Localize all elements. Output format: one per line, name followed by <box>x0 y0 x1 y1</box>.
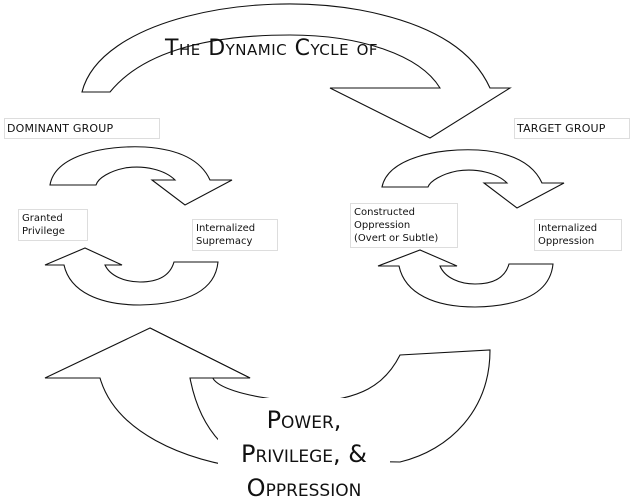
dominant-top-arrow <box>49 146 233 206</box>
dominant-group-label: DOMINANT GROUP <box>4 118 160 139</box>
dominant-bottom-arrow <box>44 247 219 306</box>
constructed-oppression-label: Constructed Oppression (Overt or Subtle) <box>350 203 458 248</box>
granted-privilege-label: Granted Privilege <box>18 209 88 241</box>
bottom-label: Power, Privilege, & Oppression <box>218 398 390 500</box>
internalized-oppression-label: Internalized Oppression <box>534 219 622 251</box>
internalized-supremacy-label: Internalized Supremacy <box>192 219 278 251</box>
target-bottom-arrow <box>377 249 554 308</box>
target-group-label: TARGET GROUP <box>514 118 630 139</box>
target-top-arrow <box>381 149 565 209</box>
top-cycle-arrow <box>81 3 512 139</box>
diagram-title: The Dynamic Cycle of <box>165 36 379 61</box>
